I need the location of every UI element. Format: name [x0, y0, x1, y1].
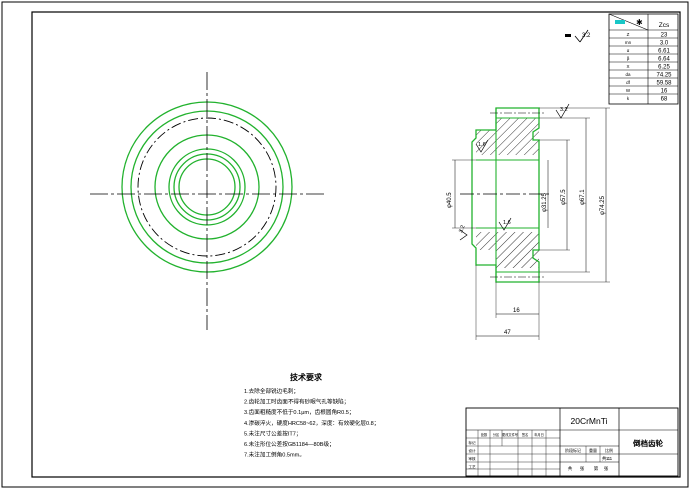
title-block-row-label: 审核	[468, 456, 476, 461]
weight-label: 重量	[589, 447, 597, 453]
gear-front-view	[90, 72, 324, 330]
dim-hub: φ31.25	[542, 192, 548, 212]
param-rows: Z 23 mn 3.0 α 6.61 β 6.64X 6.25 da 74.25 df 59.58W 16…	[625, 32, 672, 103]
gear-section-view	[452, 103, 610, 340]
table-header-right: Zcs	[659, 22, 670, 29]
title-block-row-label: 标记	[468, 440, 476, 445]
tech-req-item: 7.未注加工倒角0.5mm。	[244, 451, 305, 459]
title-block-mark: 第	[594, 465, 599, 472]
title-block-col-label: 签名	[522, 432, 528, 437]
tech-req-list: 1.去除全部锐边毛刺； 2.齿轮加工时齿面不得有砂眼气孔等缺陷； 3.齿面粗糙度不低…	[244, 387, 379, 459]
param-row-label: df	[626, 80, 631, 85]
table-cyan-mark	[615, 20, 625, 24]
param-row-value: 6.64	[658, 57, 670, 63]
surface-finish-symbol: 3.2	[565, 29, 591, 43]
inner-frame	[31, 11, 681, 478]
gear-parameter-table: ✱ Zcs	[608, 13, 679, 105]
tech-req-item: 5.未注尺寸公差按IT7；	[244, 429, 302, 437]
scale-label: 比例	[605, 447, 613, 453]
param-row-label: da	[625, 72, 631, 77]
part-name: 倒档齿轮	[632, 438, 663, 448]
param-row-label: W	[626, 88, 631, 93]
param-row-value: 6.61	[658, 49, 670, 55]
title-block-col-label: 分区	[493, 432, 500, 437]
param-row-value: 3.0	[660, 41, 669, 47]
roughness-bottom-left: 3.2	[458, 224, 466, 233]
title-block-marks: 共张第张共 1	[568, 455, 611, 472]
dim-d1: φ57.5	[561, 189, 567, 205]
scale-value: 1:1	[606, 456, 613, 461]
title-block-row-label: 工艺	[468, 464, 476, 469]
dim-bore: φ40.5	[447, 192, 453, 208]
surface-finish-value: 3.2	[582, 33, 591, 39]
tech-req-item: 3.齿面粗糙度不低于0.1μm，齿根圆角R0.5；	[244, 408, 354, 416]
param-row-value: 68	[661, 97, 668, 103]
table-cyan-star: ✱	[636, 18, 643, 27]
param-row-label: α	[627, 48, 630, 53]
title-block-mark: 张	[580, 465, 585, 472]
param-row-label: Z	[627, 32, 630, 37]
param-row-value: 74.25	[656, 73, 672, 79]
param-row-value: 23	[661, 33, 668, 39]
tech-req-title: 技术要求	[290, 372, 323, 382]
tech-req-item: 1.去除全部锐边毛刺；	[244, 387, 299, 395]
dim-outer: φ74.25	[600, 195, 606, 215]
title-block-row-label: 设计	[468, 448, 476, 453]
title-block-col-label: 更改文件号	[502, 432, 518, 437]
dim-width-inner: 16	[513, 308, 520, 314]
param-row-label: k	[627, 96, 630, 101]
roughness-top: 3.2	[560, 107, 568, 113]
tech-req-item: 6.未注形位公差按GB1184—80B级；	[244, 440, 335, 448]
title-block-col-label: 处数	[481, 432, 488, 437]
title-block	[465, 407, 679, 477]
stage-label: 阶段标记	[565, 447, 581, 453]
param-row-value: 16	[661, 89, 668, 95]
sheet-count: 共 1	[602, 455, 611, 462]
dim-width-total: 47	[504, 330, 511, 336]
param-row-label: X	[626, 64, 629, 69]
title-block-mark: 共	[568, 465, 573, 472]
roughness-left-bottom: 1.6	[503, 220, 511, 226]
title-block-col-label: 年月日	[534, 432, 544, 437]
tech-req-item: 4.渗碳淬火，硬度HRC58~62，深度：有效硬化层0.8；	[244, 419, 379, 427]
tech-req-item: 2.齿轮加工时齿面不得有砂眼气孔等缺陷；	[244, 398, 349, 406]
dim-d2: φ67.1	[580, 189, 586, 205]
material-label: 20CrMnTi	[571, 416, 608, 426]
param-row-value: 6.25	[658, 65, 670, 71]
title-block-col-labels: 处数分区更改文件号签名 年月日	[481, 432, 544, 437]
roughness-left-top: 1.6	[478, 142, 486, 148]
param-row-label: β	[627, 56, 630, 61]
title-block-mark: 张	[604, 465, 609, 472]
param-row-value: 59.58	[656, 81, 672, 87]
param-row-label: mn	[625, 40, 632, 45]
